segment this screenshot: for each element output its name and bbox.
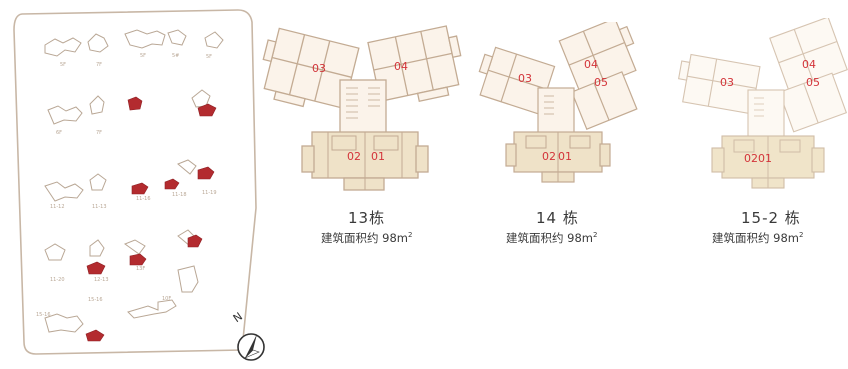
unit-label-03: 03 xyxy=(518,72,532,85)
floorplan-15-2-drawing xyxy=(678,18,848,189)
highlighted-buildings xyxy=(85,96,217,342)
building-row-1 xyxy=(44,29,224,57)
floorplan-13-drawing xyxy=(262,25,462,191)
site-label-1: 5F xyxy=(60,62,66,68)
building-14-area-text: 建筑面积约 98m xyxy=(506,231,593,245)
compass: N xyxy=(231,310,265,361)
site-label-14: 12-13 xyxy=(94,277,109,283)
site-label-8: 11-12 xyxy=(50,204,65,210)
building-13-area: 建筑面积约 98m2 xyxy=(321,230,412,246)
unit-label-03: 03 xyxy=(312,62,326,75)
unit-label-02: 02 xyxy=(347,150,361,163)
site-label-18: 15-16 xyxy=(36,312,51,318)
site-label-12: 11-19 xyxy=(202,190,217,196)
site-label-6: 6F xyxy=(56,130,62,136)
floorplan-building-14: 03 04 05 02 01 xyxy=(478,22,638,187)
building-15-2-area-sup: 2 xyxy=(799,231,804,240)
site-label-16: 15-16 xyxy=(88,297,103,303)
north-label: N xyxy=(231,310,245,325)
site-building-labels: 5F 7F 5F 5# 5F 6F 7F 11-12 11-13 11-16 1… xyxy=(36,53,217,318)
unit-label-02: 02 xyxy=(542,150,556,163)
site-label-10: 11-16 xyxy=(136,196,151,202)
site-label-17: 10F xyxy=(162,296,171,302)
site-label-15: 13F xyxy=(136,266,145,272)
unit-label-03: 03 xyxy=(720,76,734,89)
unit-label-05: 05 xyxy=(594,76,608,89)
building-row-4 xyxy=(44,229,197,261)
site-label-5: 5F xyxy=(206,54,212,60)
unit-label-05: 05 xyxy=(806,76,820,89)
site-label-9: 11-13 xyxy=(92,204,107,210)
site-label-7: 7F xyxy=(96,130,102,136)
unit-label-04: 04 xyxy=(802,58,816,71)
site-label-3: 5F xyxy=(140,53,146,59)
building-row-5 xyxy=(44,265,199,333)
floorplan-building-13: 03 04 02 01 xyxy=(262,22,466,194)
building-14-area: 建筑面积约 98m2 xyxy=(506,230,597,246)
building-15-2-title: 15-2 栋 xyxy=(741,209,801,227)
building-row-3 xyxy=(44,159,197,202)
site-plan: 5F 7F 5F 5# 5F 6F 7F 11-12 11-13 11-16 1… xyxy=(0,0,270,365)
building-13-area-text: 建筑面积约 98m xyxy=(321,231,408,245)
site-label-13: 11-20 xyxy=(50,277,65,283)
site-label-11: 11-18 xyxy=(172,192,187,198)
unit-label-01: 01 xyxy=(558,150,572,163)
building-15-2-area-text: 建筑面积约 98m xyxy=(712,231,799,245)
site-label-4: 5# xyxy=(172,53,179,59)
north-arrow-icon xyxy=(245,334,257,358)
building-13-title: 13栋 xyxy=(348,209,386,227)
unit-label-04: 04 xyxy=(394,60,408,73)
unit-label-04: 04 xyxy=(584,58,598,71)
building-15-2-area: 建筑面积约 98m2 xyxy=(712,230,803,246)
unit-label-02: 02 xyxy=(744,152,758,165)
unit-label-01: 01 xyxy=(371,150,385,163)
site-boundary xyxy=(13,9,257,355)
site-label-2: 7F xyxy=(96,62,102,68)
floorplan-14-drawing xyxy=(478,22,638,183)
building-14-area-sup: 2 xyxy=(593,231,598,240)
unit-label-01: 01 xyxy=(758,152,772,165)
building-14-title: 14 栋 xyxy=(536,209,579,227)
building-row-2 xyxy=(47,89,211,125)
floorplan-building-15-2: 03 04 05 02 01 xyxy=(676,18,848,196)
site-plan-drawing: 5F 7F 5F 5# 5F 6F 7F 11-12 11-13 11-16 1… xyxy=(13,9,265,361)
building-13-area-sup: 2 xyxy=(408,231,413,240)
